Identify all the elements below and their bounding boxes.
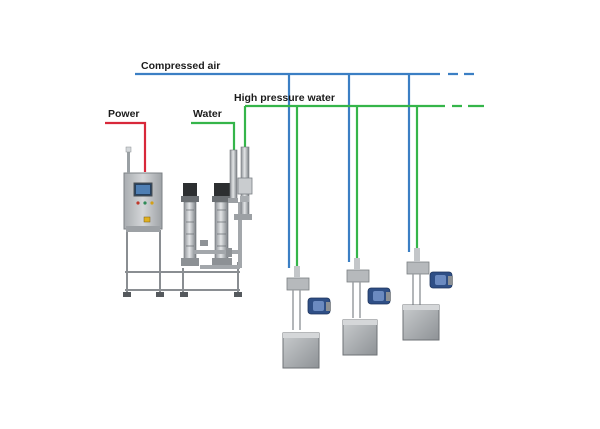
- spray-unit-3: [402, 248, 453, 341]
- vertical-pump-icon: [181, 183, 199, 266]
- pump-skid: [123, 146, 253, 297]
- spray-unit-icon: [402, 248, 453, 341]
- label-compressed-air: Compressed air: [141, 60, 220, 72]
- skid-manifold: [193, 202, 242, 269]
- filter-column-icon: [228, 146, 253, 220]
- label-power: Power: [108, 108, 140, 120]
- label-water: Water: [193, 108, 222, 120]
- spray-unit-icon: [282, 266, 331, 369]
- water-inlet-line: [191, 121, 236, 150]
- spray-unit-icon: [342, 258, 391, 356]
- label-high-pressure-water: High pressure water: [234, 92, 335, 104]
- power-line: [105, 121, 147, 172]
- control-cabinet-icon: [123, 146, 163, 232]
- spray-unit-1: [282, 266, 331, 369]
- vertical-pump-icon: [212, 183, 232, 266]
- high-pressure-water-line: [243, 104, 484, 268]
- spray-unit-2: [342, 258, 391, 356]
